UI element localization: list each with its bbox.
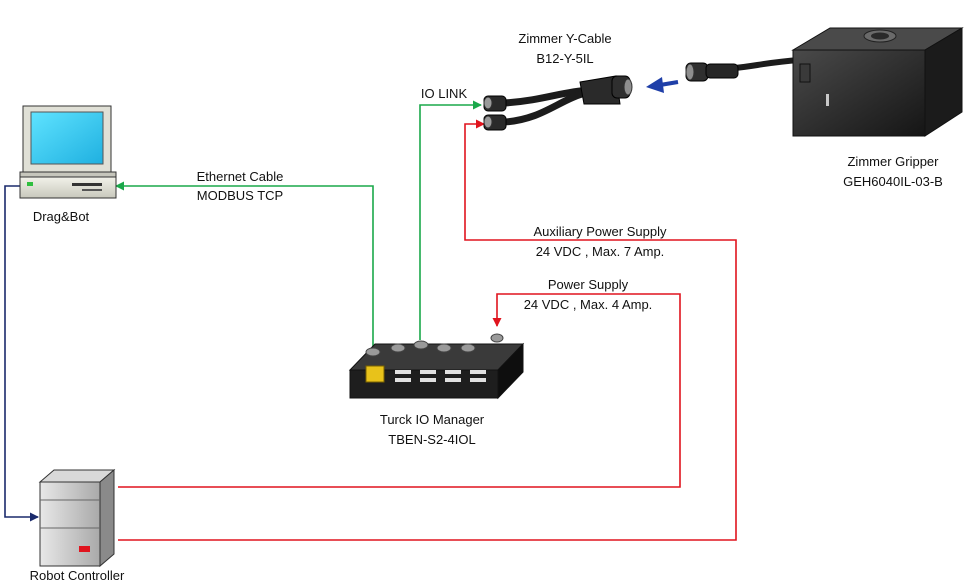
ethernet-cable-line: [115, 181, 378, 356]
robot-link-line: [4, 181, 39, 522]
power-label-line2: 24 VDC , Max. 4 Amp.: [524, 297, 653, 312]
desktop-computer-icon: [19, 105, 117, 199]
server-tower-icon: [38, 468, 116, 568]
gripper-icon: [791, 27, 964, 137]
aux-power-label-line1: Auxiliary Power Supply: [534, 224, 667, 239]
y-cable-label-line1: Zimmer Y-Cable: [518, 31, 611, 46]
gripper-label-line1: Zimmer Gripper: [847, 154, 939, 169]
io-module-icon: [348, 333, 525, 400]
io-link-label: IO LINK: [421, 86, 468, 101]
auxiliary-power-line: [118, 119, 737, 541]
robot-controller-label: Robot Controller: [30, 568, 125, 583]
power-label-line1: Power Supply: [548, 277, 629, 292]
ethernet-label-line2: MODBUS TCP: [197, 188, 283, 203]
direction-arrow-icon: [646, 77, 679, 93]
io-link-line: [419, 100, 482, 340]
io-manager-label-line2: TBEN-S2-4IOL: [388, 432, 475, 447]
aux-power-label-line2: 24 VDC , Max. 7 Amp.: [536, 244, 665, 259]
power-supply-line: [118, 293, 681, 488]
drag-bot-label: Drag&Bot: [33, 209, 90, 224]
y-cable-label-line2: B12-Y-5IL: [536, 51, 593, 66]
gripper-label-line2: GEH6040IL-03-B: [843, 174, 943, 189]
ethernet-label-line1: Ethernet Cable: [197, 169, 284, 184]
io-manager-label-line1: Turck IO Manager: [380, 412, 485, 427]
y-cable-icon: [483, 75, 633, 131]
gripper-cable-icon: [685, 57, 801, 82]
